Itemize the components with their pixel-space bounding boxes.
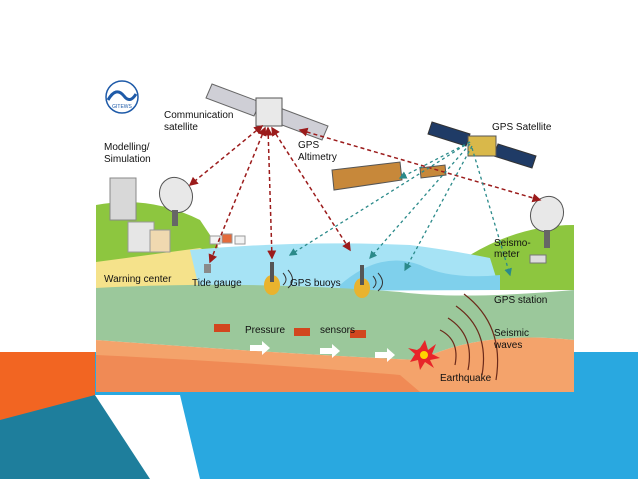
gitews-logo: GITEWS — [105, 80, 139, 114]
sensors-label: sensors — [320, 325, 355, 336]
gps-buoy-icons — [264, 262, 370, 298]
modelling-simulation-label: Modelling/Simulation — [104, 142, 151, 165]
tide-gauge-label: Tide gauge — [192, 278, 242, 289]
communication-links — [188, 125, 542, 264]
tide-gauge-icon — [204, 264, 211, 273]
satellite-dish-right — [529, 195, 565, 248]
coastal-village — [209, 233, 246, 245]
seismometer-label: Seismo-meter — [494, 238, 531, 260]
earthquake-burst-icon — [408, 340, 440, 370]
satellite-dish-left — [158, 176, 194, 226]
gps-links — [288, 141, 512, 277]
plate-motion-arrows — [250, 341, 395, 362]
seismometer-icon — [529, 254, 547, 264]
warning-center-label: Warning center — [104, 274, 172, 285]
ocean-crust — [96, 284, 574, 360]
teal-corner-shape — [0, 395, 150, 479]
pressure-label: Pressure — [245, 325, 285, 336]
gps-satellite-label: GPS Satellite — [492, 122, 552, 133]
warning-center-buildings — [109, 177, 171, 253]
gps-buoys-label: GPS buoys — [290, 278, 341, 289]
pressure-sensor-icons — [214, 324, 366, 338]
seismic-wave-arcs — [439, 293, 499, 381]
earthquake-label: Earthquake — [440, 373, 492, 384]
gps-station-label: GPS station — [494, 295, 547, 306]
logo-text: GITEWS — [112, 104, 132, 110]
